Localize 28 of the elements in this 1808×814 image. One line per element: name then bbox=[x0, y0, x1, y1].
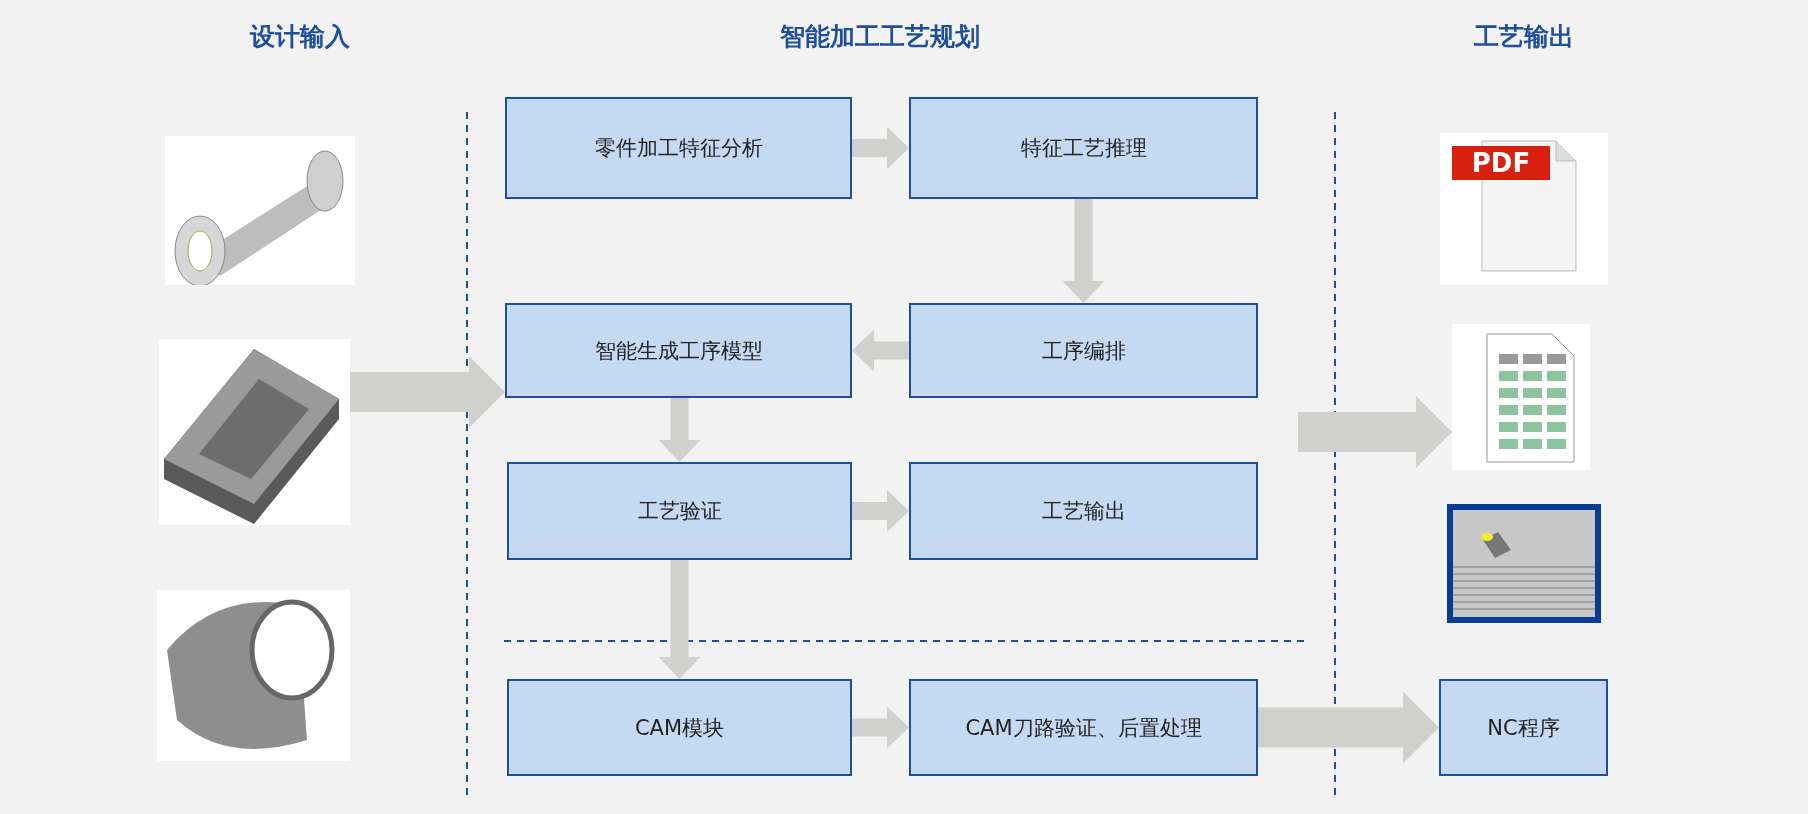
pdf-document-icon: PDF bbox=[1440, 133, 1608, 285]
flow-arrow bbox=[852, 706, 909, 749]
process-box: 工序编排 bbox=[909, 303, 1258, 398]
process-box: CAM模块 bbox=[507, 679, 852, 776]
flow-arrow bbox=[852, 490, 909, 532]
flow-arrow bbox=[350, 356, 505, 428]
flow-arrow bbox=[1062, 199, 1105, 303]
process-box: 智能生成工序模型 bbox=[505, 303, 852, 398]
mold-plate-drawing bbox=[159, 339, 350, 525]
flow-arrow bbox=[1258, 691, 1439, 764]
process-box: 零件加工特征分析 bbox=[505, 97, 852, 199]
pipe-part-drawing bbox=[165, 136, 355, 285]
process-sheet-thumbnail bbox=[1447, 504, 1601, 623]
process-box: 特征工艺推理 bbox=[909, 97, 1258, 199]
process-box: 工艺输出 bbox=[909, 462, 1258, 560]
column-heading: 智能加工工艺规划 bbox=[780, 21, 980, 53]
spreadsheet-document-icon bbox=[1452, 324, 1590, 470]
process-box: CAM刀路验证、后置处理 bbox=[909, 679, 1258, 776]
flow-arrow bbox=[1298, 396, 1452, 468]
housing-part-drawing bbox=[157, 590, 350, 761]
flow-arrow bbox=[658, 560, 701, 679]
column-heading: 设计输入 bbox=[250, 21, 350, 53]
process-box: 工艺验证 bbox=[507, 462, 852, 560]
flow-arrow bbox=[852, 127, 909, 169]
process-box: NC程序 bbox=[1439, 679, 1608, 776]
flow-arrow bbox=[852, 329, 909, 372]
column-heading: 工艺输出 bbox=[1474, 21, 1574, 53]
flow-arrow bbox=[658, 398, 701, 462]
